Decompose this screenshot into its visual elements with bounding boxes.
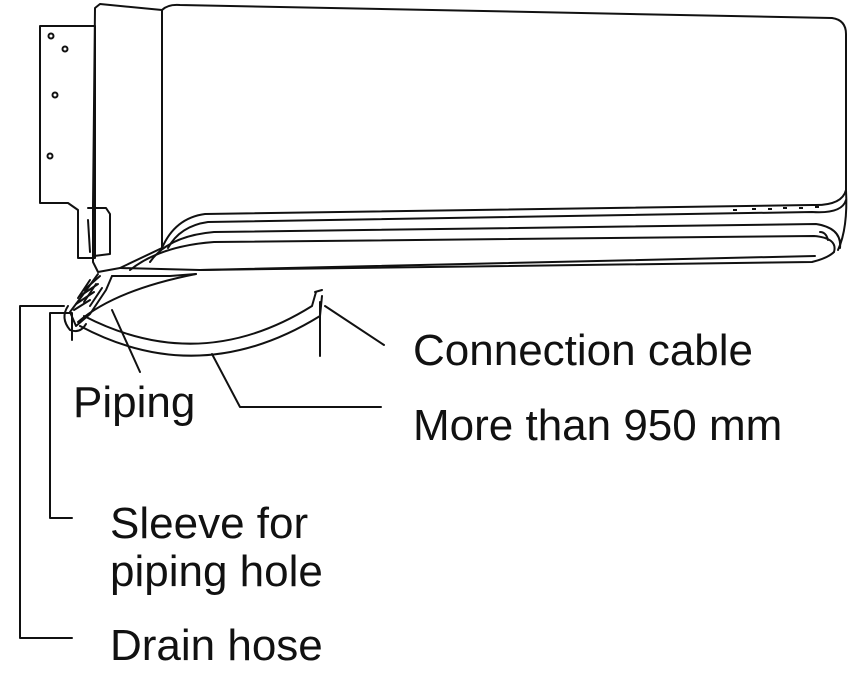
- sleeve-leader: [49, 312, 73, 519]
- sleeve-label-line1: Sleeve for: [110, 499, 309, 548]
- drain-hose-leader: [19, 305, 73, 639]
- indoor-unit-body: [87, 3, 848, 273]
- sleeve-label-line2: piping hole: [110, 547, 323, 596]
- connection-cable-label: Connection cable: [413, 326, 754, 375]
- drain-hose-label: Drain hose: [110, 621, 323, 670]
- mounting-plate: [39, 25, 96, 259]
- piping-group: [63, 273, 323, 357]
- piping-leader: [111, 309, 141, 373]
- leader-lines: [19, 301, 385, 639]
- connection-cable-leader: [324, 305, 385, 346]
- length-leader: [211, 353, 382, 408]
- piping-label: Piping: [73, 378, 196, 427]
- min-length-label: More than 950 mm: [413, 401, 783, 450]
- sleeve-label: Sleeve for piping hole: [110, 500, 323, 596]
- indicator-lights: [733, 206, 819, 211]
